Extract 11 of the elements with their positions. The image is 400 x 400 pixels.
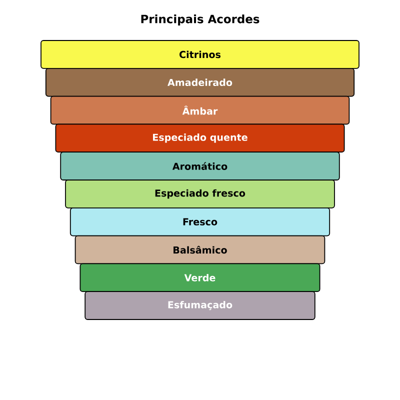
- accord-bar: Fresco: [70, 207, 330, 236]
- accord-bar: Amadeirado: [45, 68, 355, 97]
- accord-bar: Verde: [80, 263, 320, 292]
- accord-bar: Balsâmico: [74, 235, 326, 264]
- accord-bar: Especiado fresco: [65, 180, 335, 208]
- accord-bar: Esfumaçado: [84, 291, 316, 320]
- accord-bar: Especiado quente: [55, 124, 345, 153]
- title: Principais Acordes: [141, 14, 260, 26]
- accord-bar: Aromático: [60, 152, 340, 180]
- accord-bar: Citrinos: [40, 40, 360, 69]
- accord-bar: Âmbar: [50, 96, 350, 125]
